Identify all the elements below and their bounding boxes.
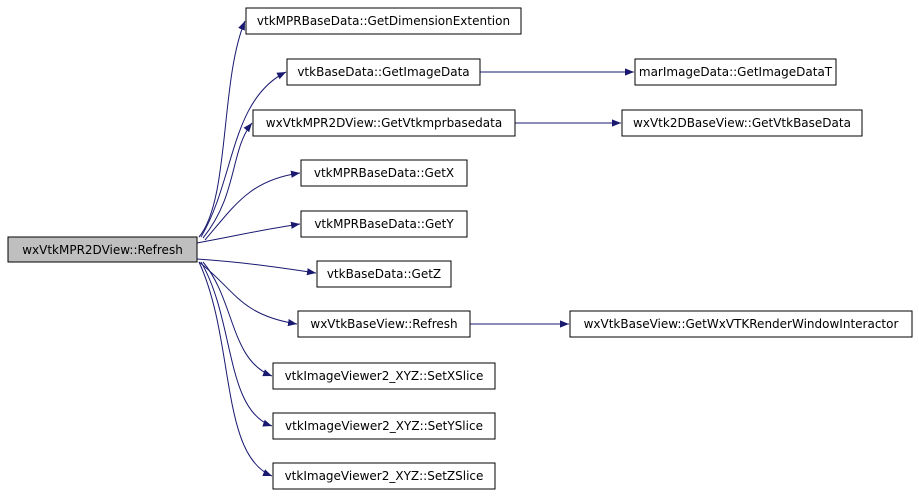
node-get-x[interactable]: vtkMPRBaseData::GetX: [300, 159, 468, 187]
node-label: wxVtkBaseView::GetWxVTKRenderWindowInter…: [584, 317, 899, 331]
edge-root-to-get-image-data: [200, 71, 287, 238]
nodes: wxVtkMPR2DView::Refresh vtkMPRBaseData::…: [7, 7, 913, 490]
edge-root-to-get-y: [196, 221, 301, 244]
node-box: [316, 260, 452, 288]
node-box: [300, 159, 468, 187]
node-label: vtkMPRBaseData::GetX: [314, 166, 454, 180]
node-wx-vtk-base-view-refresh[interactable]: wxVtkBaseView::Refresh: [297, 310, 471, 338]
edges: [196, 20, 634, 477]
node-get-vtk-base-data[interactable]: wxVtk2DBaseView::GetVtkBaseData: [621, 109, 863, 137]
node-get-y[interactable]: vtkMPRBaseData::GetY: [300, 210, 468, 238]
node-wx-vtk-mpr2d-view-refresh[interactable]: wxVtkMPR2DView::Refresh: [7, 236, 198, 263]
node-label: vtkMPRBaseData::GetY: [314, 217, 454, 231]
node-get-dimension-extention[interactable]: vtkMPRBaseData::GetDimensionExtention: [245, 7, 522, 35]
node-label: marImageData::GetImageDataT: [639, 65, 833, 79]
node-get-z[interactable]: vtkBaseData::GetZ: [316, 260, 452, 288]
node-box-root: [7, 236, 198, 263]
edge-root-to-get-z: [196, 258, 317, 276]
node-label: vtkMPRBaseData::GetDimensionExtention: [257, 14, 510, 28]
node-label: wxVtkMPR2DView::GetVtkmprbasedata: [266, 116, 502, 130]
edge-root-to-get-dimension-extention: [198, 20, 246, 238]
node-box: [272, 412, 496, 440]
node-get-render-window-interactor[interactable]: wxVtkBaseView::GetWxVTKRenderWindowInter…: [569, 310, 913, 338]
node-box: [569, 310, 913, 338]
node-get-image-data-t[interactable]: marImageData::GetImageDataT: [634, 58, 837, 86]
node-get-image-data[interactable]: vtkBaseData::GetImageData: [286, 58, 481, 86]
node-box: [245, 7, 522, 35]
edge-root-to-get-x: [204, 170, 301, 241]
node-box: [286, 58, 481, 86]
node-label: vtkImageViewer2_XYZ::SetYSlice: [285, 419, 483, 433]
node-label: wxVtk2DBaseView::GetVtkBaseData: [633, 116, 851, 130]
node-box: [634, 58, 837, 86]
node-label-root: wxVtkMPR2DView::Refresh: [22, 243, 183, 257]
node-box: [297, 310, 471, 338]
node-label: vtkImageViewer2_XYZ::SetZSlice: [285, 469, 484, 483]
edge-root-to-set-y-slice: [200, 261, 273, 427]
node-box: [300, 210, 468, 238]
node-get-vtkmprbasedata[interactable]: wxVtkMPR2DView::GetVtkmprbasedata: [252, 109, 516, 137]
node-label: vtkBaseData::GetImageData: [297, 65, 469, 79]
edge-root-to-wx-vtk-base-view-refresh: [198, 261, 298, 327]
node-box: [272, 462, 496, 490]
edge-root-to-set-z-slice: [198, 261, 273, 477]
node-label: vtkBaseData::GetZ: [327, 267, 441, 281]
node-label: vtkImageViewer2_XYZ::SetXSlice: [285, 369, 484, 383]
node-set-x-slice[interactable]: vtkImageViewer2_XYZ::SetXSlice: [272, 362, 496, 390]
node-set-y-slice[interactable]: vtkImageViewer2_XYZ::SetYSlice: [272, 412, 496, 440]
node-set-z-slice[interactable]: vtkImageViewer2_XYZ::SetZSlice: [272, 462, 496, 490]
node-box: [272, 362, 496, 390]
edge-root-to-get-vtkmprbasedata: [202, 122, 253, 239]
node-box: [252, 109, 516, 137]
edge-root-to-set-x-slice: [202, 261, 273, 377]
node-box: [621, 109, 863, 137]
node-label: wxVtkBaseView::Refresh: [310, 317, 457, 331]
